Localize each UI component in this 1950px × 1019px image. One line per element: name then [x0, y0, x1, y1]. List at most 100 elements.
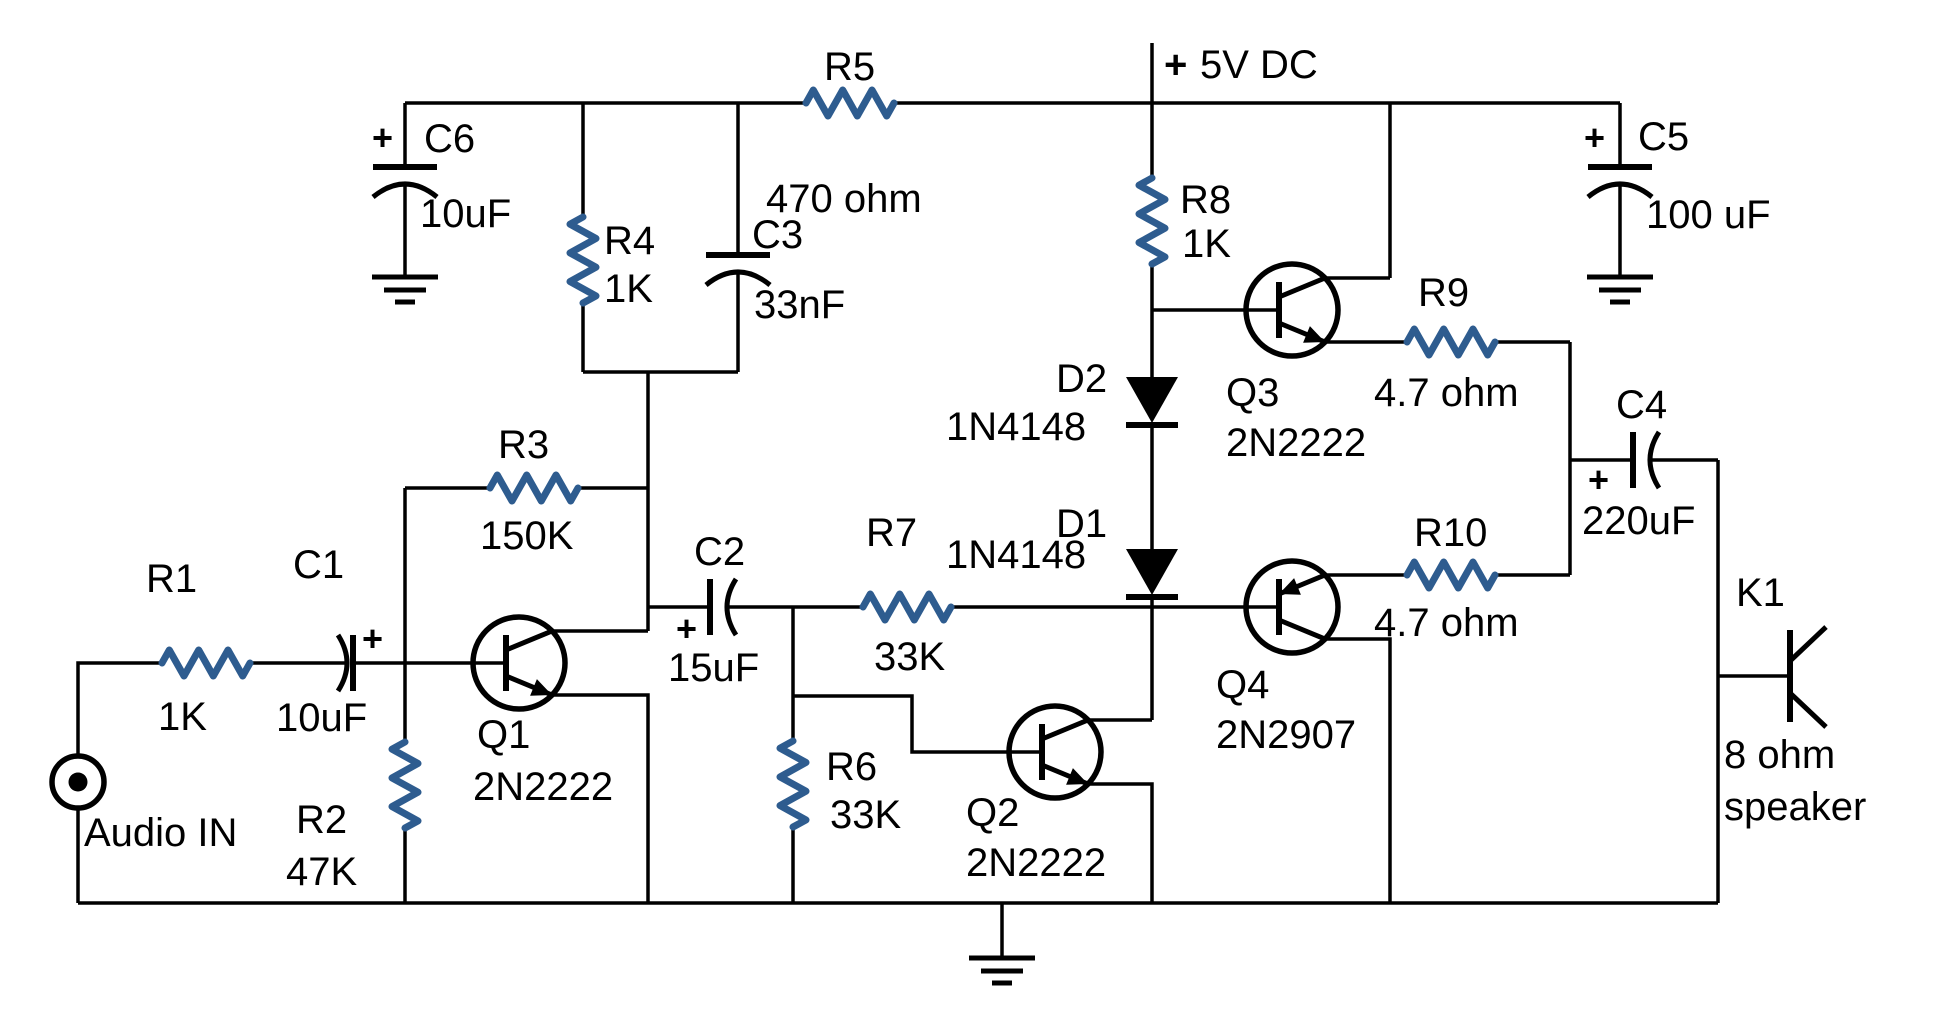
resistor-R3 [486, 471, 582, 505]
label-R1: R1 [146, 557, 197, 601]
value-R8: 1K [1182, 222, 1231, 266]
polarity-C4: + [1588, 459, 1609, 500]
label-Q2: Q2 [966, 791, 1019, 835]
c1-curved-plate [335, 633, 350, 693]
value-R10: 4.7 ohm [1374, 601, 1519, 645]
resistor-R5 [802, 86, 898, 120]
wire-q4-collector [1325, 637, 1392, 903]
c5-curved-plate [1586, 181, 1654, 199]
value-R1: 1K [158, 695, 207, 739]
part-Q4: 2N2907 [1216, 713, 1356, 757]
wires [76, 43, 1790, 958]
label-C3: C3 [752, 213, 803, 257]
k1-prong-top [1788, 625, 1828, 663]
resistor-R4 [566, 213, 600, 307]
part-Q1: 2N2222 [473, 765, 613, 809]
d1-triangle [1126, 549, 1178, 595]
label-C2: C2 [694, 530, 745, 574]
value-C6: 10uF [420, 192, 511, 236]
q2-collector-diag [1041, 717, 1089, 742]
label-audio-in: Audio IN [84, 811, 237, 855]
label-R4: R4 [604, 219, 655, 263]
k1-prong-bottom [1788, 691, 1828, 729]
polarity-C5: + [1584, 117, 1605, 158]
ground-c6 [372, 274, 438, 305]
value-R3: 150K [480, 514, 574, 558]
diode-D2 [1126, 377, 1178, 428]
label-R7: R7 [866, 511, 917, 555]
value-C4: 220uF [1582, 499, 1695, 543]
resistor-R6 [776, 737, 810, 831]
transistor-Q3 [1243, 261, 1341, 359]
label-Q4: Q4 [1216, 663, 1269, 707]
resistor-R8 [1135, 174, 1169, 268]
q1-collector-diag [505, 628, 553, 653]
ground-c5 [1587, 274, 1653, 305]
value-C2: 15uF [668, 646, 759, 690]
resistors-group [158, 86, 1499, 832]
label-C5: C5 [1638, 115, 1689, 159]
d2-triangle [1126, 377, 1178, 423]
part-Q3: 2N2222 [1226, 421, 1366, 465]
value-C1: 10uF [276, 696, 367, 740]
part-Q2: 2N2222 [966, 841, 1106, 885]
c4-curved-plate [1647, 430, 1662, 490]
transistor-Q4 [1243, 558, 1341, 656]
capacitor-C4 [1630, 430, 1662, 490]
label-C6: C6 [424, 117, 475, 161]
wire-input-corner [76, 661, 160, 756]
capacitor-C1 [335, 633, 356, 693]
value-R2: 47K [286, 850, 357, 894]
label-Q3: Q3 [1226, 371, 1279, 415]
label-R3: R3 [498, 423, 549, 467]
capacitor-C6 [371, 164, 439, 199]
q1-emitter-arrow [530, 679, 552, 696]
value-C3: 33nF [754, 283, 845, 327]
audio-in-jack [49, 753, 107, 811]
jack-tip-dot [68, 772, 88, 792]
speaker-jack-K1 [1787, 625, 1828, 729]
resistor-R1 [158, 646, 254, 680]
label-C4: C4 [1616, 383, 1667, 427]
labels: + 5V DC R5 470 ohm + C6 10uF R4 1K C3 33… [84, 43, 1866, 894]
label-R2: R2 [296, 798, 347, 842]
resistor-R7 [859, 590, 955, 624]
q3-emitter-arrow [1303, 326, 1325, 343]
q2-emitter-arrow [1066, 768, 1088, 785]
polarity-C2: + [676, 608, 697, 649]
label-R8: R8 [1180, 178, 1231, 222]
capacitor-C3 [704, 252, 772, 287]
label-C1: C1 [293, 543, 344, 587]
q4-emitter-arrow [1279, 578, 1301, 595]
c3-curved-plate [704, 269, 772, 287]
wire-q2-base-jog [793, 694, 1009, 754]
value-K1-line2: speaker [1724, 785, 1866, 829]
polarity-C1: + [362, 618, 383, 659]
label-D1: D1 [1056, 502, 1107, 546]
part-D2: 1N4148 [946, 405, 1086, 449]
resistor-R10 [1403, 558, 1499, 592]
label-R10: R10 [1414, 511, 1487, 555]
label-K1: K1 [1736, 571, 1785, 615]
power-label: 5V DC [1200, 43, 1318, 87]
transistor-Q2 [1006, 703, 1104, 801]
value-R5: 470 ohm [766, 177, 922, 221]
label-R5: R5 [824, 45, 875, 89]
resistor-R9 [1403, 325, 1499, 359]
value-R4: 1K [604, 267, 653, 311]
label-R6: R6 [826, 745, 877, 789]
value-C5: 100 uF [1646, 193, 1771, 237]
c2-curved-plate [724, 577, 739, 637]
q4-collector-diag [1278, 617, 1326, 642]
value-R7: 33K [874, 635, 945, 679]
wire-q1-emitter [552, 693, 650, 903]
capacitor-C5 [1586, 164, 1654, 199]
q3-collector-diag [1278, 275, 1326, 300]
transistor-Q1 [470, 614, 568, 712]
wire-q2-emitter [1088, 782, 1154, 903]
value-K1-line1: 8 ohm [1724, 733, 1835, 777]
label-D2: D2 [1056, 357, 1107, 401]
capacitor-C2 [707, 577, 739, 637]
part-D1: 1N4148 [946, 533, 1086, 577]
